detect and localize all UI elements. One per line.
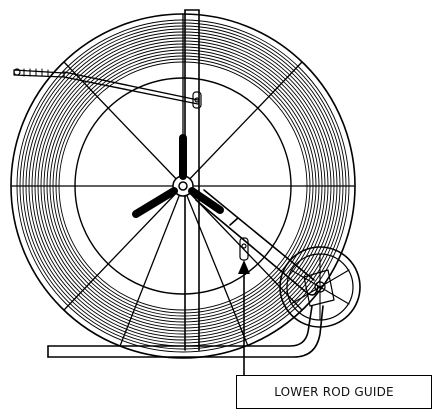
callout-label-box: LOWER ROD GUIDE (236, 375, 432, 409)
upper-rod-guide (192, 91, 202, 109)
rod-end (13, 68, 199, 105)
callout-label: LOWER ROD GUIDE (274, 385, 394, 399)
arrow-up-icon (238, 260, 250, 274)
reel-handles (132, 134, 224, 218)
transport-wheel (279, 246, 361, 328)
base-frame (47, 305, 324, 358)
callout-pointer (238, 260, 250, 375)
